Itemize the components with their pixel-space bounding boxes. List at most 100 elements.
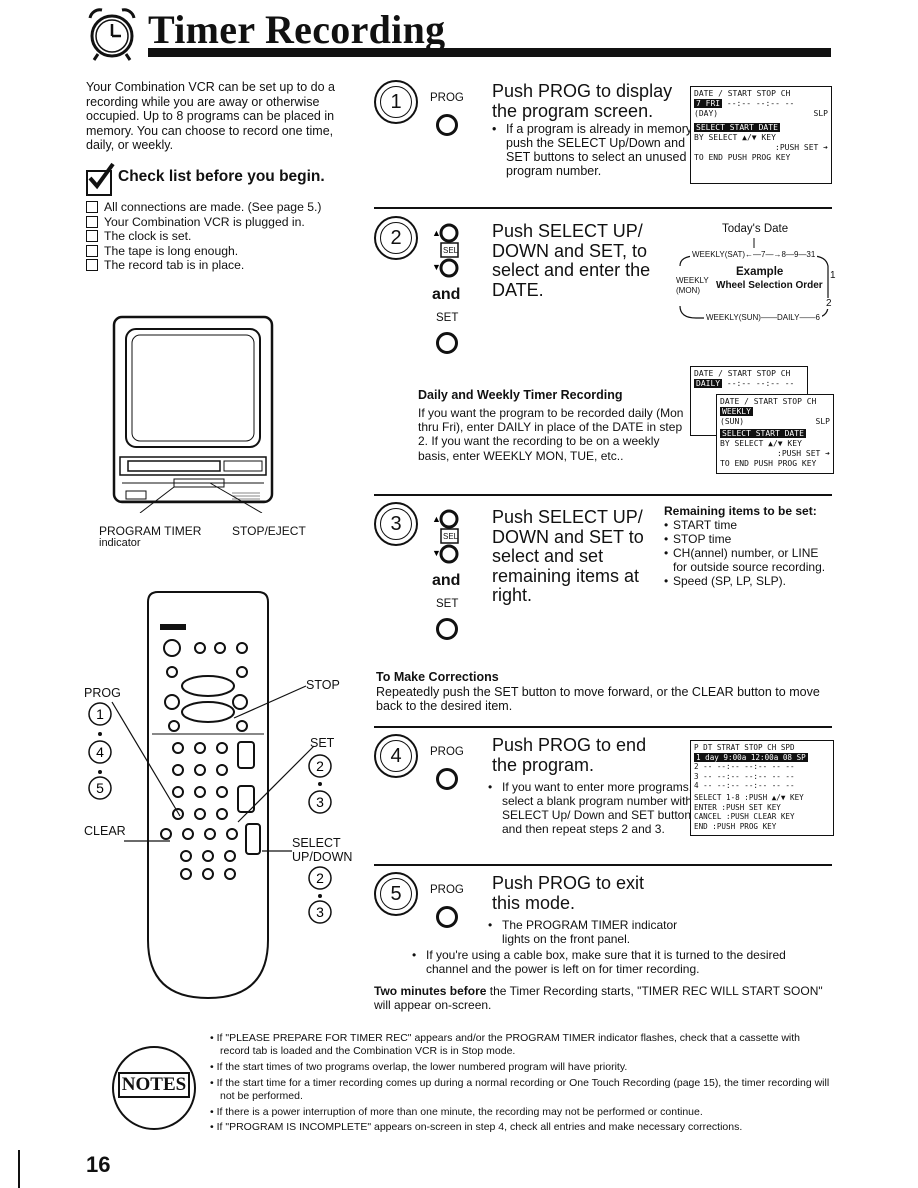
osd-weekly-screen: DATE / START STOP CH WEEKLY (SUN)SLP SEL… bbox=[716, 394, 834, 474]
note-item: • If "PLEASE PREPARE FOR TIMER REC" appe… bbox=[210, 1032, 801, 1058]
step-1-title: Push PROG to display the program screen. bbox=[492, 81, 673, 121]
title-rule bbox=[148, 48, 831, 57]
page-number: 16 bbox=[86, 1152, 111, 1177]
checklist-item: The tape is long enough. bbox=[86, 244, 321, 259]
tv-vcr-illustration bbox=[112, 315, 274, 514]
stop-leader-line bbox=[232, 684, 308, 720]
step-3-title: Push SELECT UP/ DOWN and SET to select a… bbox=[492, 507, 644, 605]
checkbox-icon bbox=[86, 259, 98, 272]
program-timer-label: PROGRAM TIMER indicator bbox=[99, 524, 202, 549]
wheel-weekly-label: WEEKLY(MON) bbox=[676, 276, 709, 296]
page-title: Timer Recording bbox=[148, 7, 446, 52]
prog-button-label: PROG bbox=[430, 884, 464, 896]
note-item: • If there is a power interruption of mo… bbox=[210, 1105, 703, 1118]
set-button-label: SET bbox=[436, 312, 459, 324]
step-number-2: 2 bbox=[374, 216, 418, 260]
step-number-3: 3 bbox=[374, 502, 418, 546]
note-item: • If the start time for a timer recordin… bbox=[210, 1076, 830, 1102]
prog-button-icon bbox=[436, 768, 458, 790]
daily-weekly-title: Daily and Weekly Timer Recording bbox=[418, 388, 623, 402]
remote-set-label: SET bbox=[310, 736, 335, 750]
svg-text:3: 3 bbox=[316, 904, 324, 920]
clear-leader-line bbox=[124, 830, 170, 842]
checklist-item: The record tab is in place. bbox=[86, 258, 321, 273]
prog-button-label: PROG bbox=[430, 746, 464, 758]
svg-text:▼: ▼ bbox=[432, 262, 441, 272]
remote-clear-label: CLEAR bbox=[84, 824, 126, 838]
checklist-heading: Check list before you begin. bbox=[118, 168, 325, 185]
corrections-title: To Make Corrections bbox=[376, 670, 499, 684]
select-leader-line bbox=[262, 840, 292, 852]
remote-stop-label: STOP bbox=[306, 678, 340, 692]
checklist-item: Your Combination VCR is plugged in. bbox=[86, 215, 321, 230]
select-up-down-buttons: ▲ ▼ bbox=[432, 506, 462, 568]
step-divider bbox=[374, 207, 832, 209]
svg-text:4: 4 bbox=[96, 744, 104, 760]
note-item: • If the start times of two programs ove… bbox=[210, 1060, 628, 1073]
wheel-bottom-sequence: WEEKLY(SUN)——DAILY——6 bbox=[704, 313, 822, 322]
corner-rule bbox=[18, 1150, 20, 1188]
step-number-4: 4 bbox=[374, 734, 418, 778]
alarm-clock-icon bbox=[84, 4, 140, 62]
select-up-down-buttons: ▲ ▼ bbox=[432, 220, 462, 282]
step-5-bullet-2: •If you're using a cable box, make sure … bbox=[412, 948, 786, 976]
prog-button-icon bbox=[436, 906, 458, 928]
and-label: and bbox=[432, 286, 461, 303]
svg-text:▲: ▲ bbox=[432, 228, 441, 238]
set-callouts: 2 3 bbox=[236, 744, 336, 824]
svg-text:▲: ▲ bbox=[432, 514, 441, 524]
osd-program-list: P DT STRAT STOP CH SPD 1 day 9:00a 12:00… bbox=[690, 740, 834, 836]
select-callouts: 2 3 bbox=[306, 866, 336, 926]
checkbox-icon bbox=[86, 230, 98, 243]
stop-eject-label: STOP/EJECT bbox=[232, 524, 306, 538]
notes-label: NOTES bbox=[118, 1072, 190, 1098]
set-button-icon bbox=[436, 332, 458, 354]
svg-text:1: 1 bbox=[96, 706, 104, 722]
step-divider bbox=[374, 494, 832, 496]
osd-program-screen: DATE / START STOP CH 7 FRI --:-- --:-- -… bbox=[690, 86, 832, 184]
checkbox-icon bbox=[86, 244, 98, 257]
remote-callout-prog: 1 4 5 bbox=[84, 700, 184, 830]
intro-text: Your Combination VCR can be set up to do… bbox=[86, 80, 335, 152]
checklist-item: The clock is set. bbox=[86, 229, 321, 244]
svg-text:5: 5 bbox=[96, 780, 104, 796]
corrections-text: Repeatedly push the SET button to move f… bbox=[376, 685, 820, 713]
daily-weekly-text: If you want the program to be recorded d… bbox=[418, 406, 684, 463]
step-divider bbox=[374, 864, 832, 866]
example-label: Example bbox=[736, 266, 784, 278]
and-label: and bbox=[432, 572, 461, 589]
step-4-title: Push PROG to end the program. bbox=[492, 735, 647, 775]
note-item: • If "PROGRAM IS INCOMPLETE" appears on-… bbox=[210, 1121, 743, 1134]
step-number-5: 5 bbox=[374, 872, 418, 916]
prog-button-icon bbox=[436, 114, 458, 136]
wheel-number-2: 2 bbox=[826, 298, 832, 309]
sel-label: SEL bbox=[443, 532, 459, 541]
svg-text:▼: ▼ bbox=[432, 548, 441, 558]
step-2-title: Push SELECT UP/ DOWN and SET, to select … bbox=[492, 221, 651, 300]
remote-select-label: SELECT UP/DOWN bbox=[292, 836, 353, 864]
step-1-bullet: •If a program is already in memory, push… bbox=[492, 122, 695, 178]
step-number-1: 1 bbox=[374, 80, 418, 124]
svg-text:2: 2 bbox=[316, 758, 324, 774]
remaining-items: Remaining items to be set: •START time •… bbox=[664, 504, 826, 588]
step-4-bullet: •If you want to enter more programs, sel… bbox=[488, 780, 713, 836]
wheel-top-sequence: WEEKLY(SAT)←—7—→8—9—31 bbox=[690, 250, 818, 259]
remote-prog-label: PROG bbox=[84, 686, 121, 700]
checklist: All connections are made. (See page 5.) … bbox=[86, 200, 321, 273]
svg-text:2: 2 bbox=[316, 870, 324, 886]
notes-list: • If "PLEASE PREPARE FOR TIMER REC" appe… bbox=[210, 1032, 830, 1137]
checkmark-icon bbox=[86, 162, 115, 196]
prog-button-label: PROG bbox=[430, 92, 464, 104]
step-5-bullet-1: •The PROGRAM TIMER indicator lights on t… bbox=[488, 918, 678, 946]
wheel-selection-label: Wheel Selection Order bbox=[716, 280, 823, 291]
remote-control-illustration bbox=[146, 590, 270, 1002]
svg-text:3: 3 bbox=[316, 794, 324, 810]
checklist-item: All connections are made. (See page 5.) bbox=[86, 200, 321, 215]
step-divider bbox=[374, 726, 832, 728]
notes-badge bbox=[112, 1046, 196, 1130]
todays-date-label: Today's Date bbox=[722, 223, 789, 235]
date-wheel-diagram bbox=[672, 236, 836, 328]
sel-label: SEL bbox=[443, 246, 459, 255]
step-5-title: Push PROG to exit this mode. bbox=[492, 873, 645, 913]
wheel-number-1: 1 bbox=[830, 270, 836, 281]
